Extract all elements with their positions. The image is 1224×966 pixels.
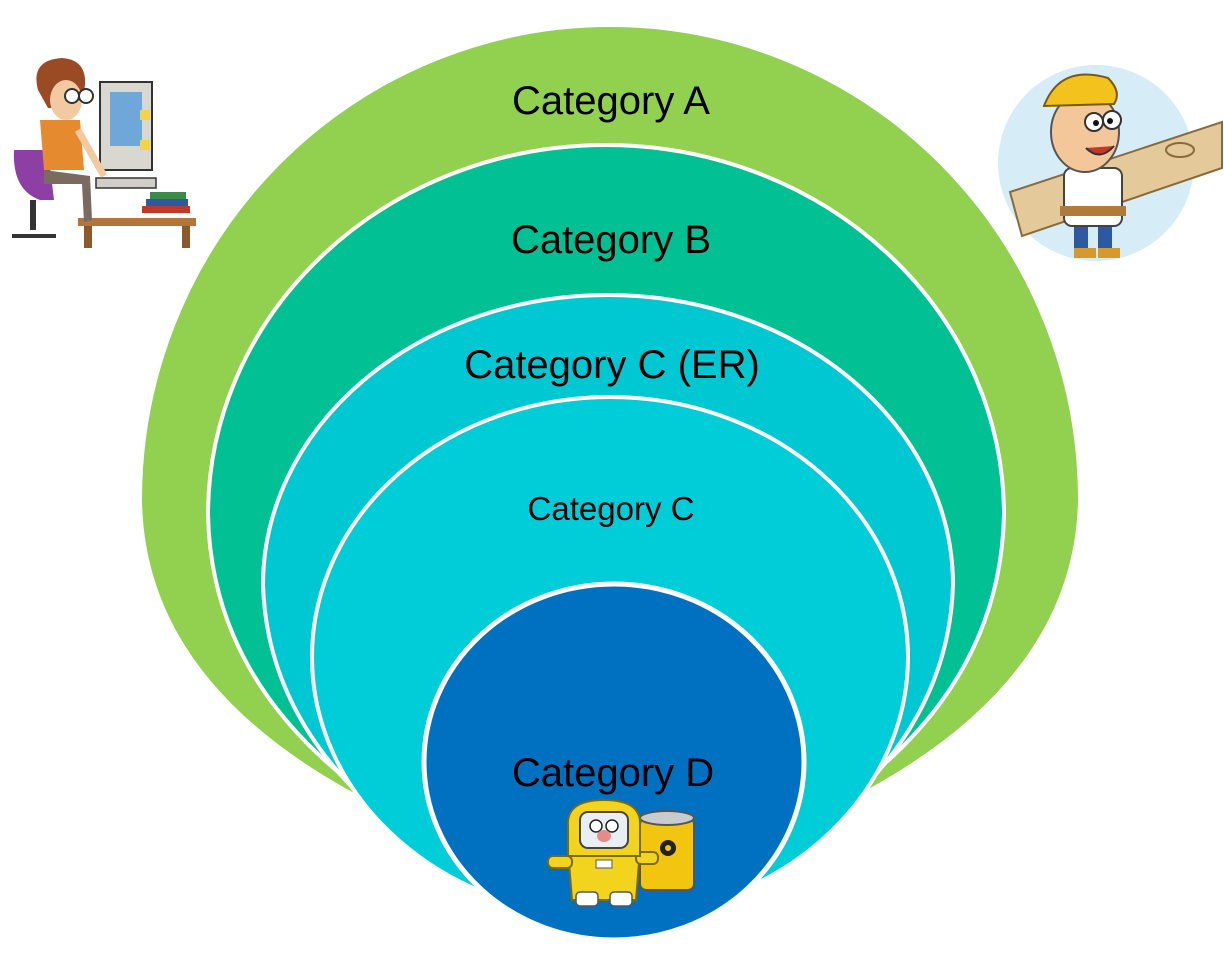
label-category-d: Category D [512, 751, 714, 795]
construction-worker-icon [998, 65, 1223, 261]
label-category-a: Category A [512, 79, 710, 123]
layer-category-d [421, 581, 807, 943]
hazmat-worker-icon [547, 798, 695, 907]
office-worker-icon [12, 58, 196, 248]
label-category-b: Category B [511, 218, 711, 262]
label-category-c: Category C [528, 490, 695, 527]
label-category-c-er: Category C (ER) [464, 343, 760, 387]
